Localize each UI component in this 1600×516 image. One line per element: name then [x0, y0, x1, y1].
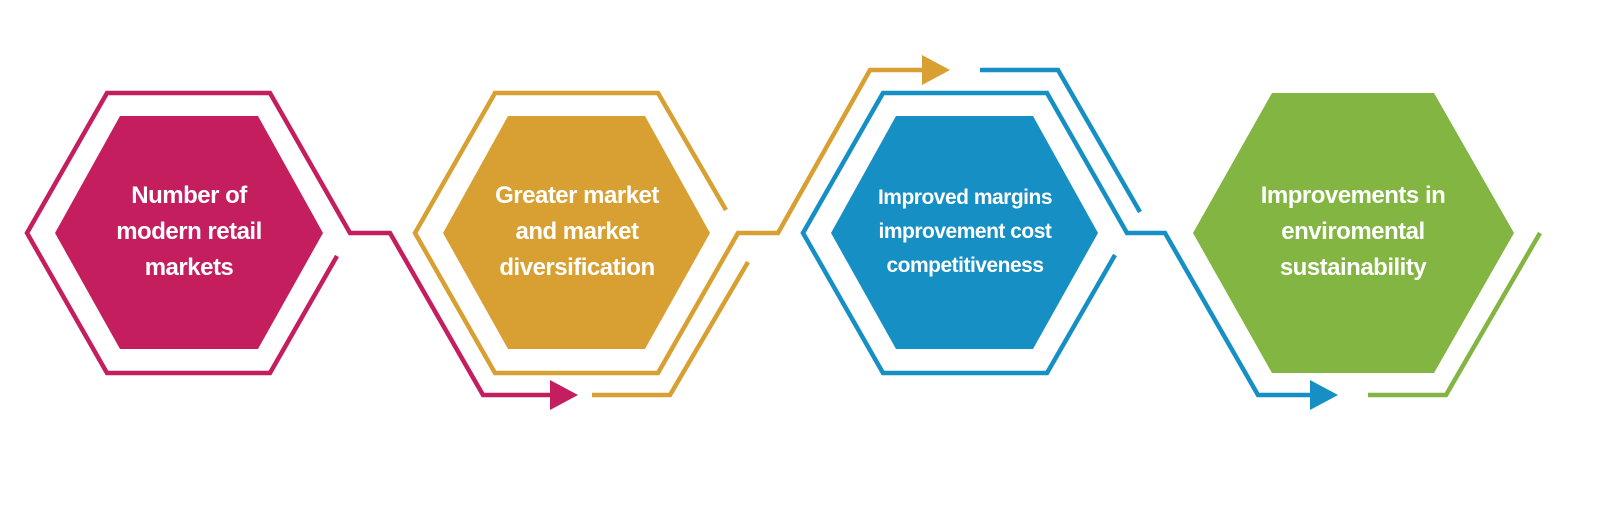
hexagon-step-4 [1193, 93, 1514, 373]
step-3-label: Improved margins improvement cost compet… [835, 181, 1095, 283]
step-3-line-3: competitiveness [886, 254, 1044, 277]
step-1-outline-connector [24, 90, 552, 398]
step-2-lower-segment [592, 260, 750, 398]
step-1-line-2: modern retail [116, 218, 262, 245]
hexagon-step-1 [55, 116, 323, 349]
step-4-line-1: Improvements in [1260, 182, 1446, 209]
step-2-line-3: diversification [499, 254, 655, 281]
step-4-lower-segment [1368, 231, 1542, 398]
step-3-outline-connector [800, 90, 1312, 398]
hexagon-step-2 [443, 116, 710, 349]
step-2-label: Greater market and market diversificatio… [457, 178, 697, 286]
step-2-outline-connector [412, 67, 924, 376]
arrow-head-3 [1310, 380, 1338, 410]
step-4-line-2: enviromental [1281, 218, 1425, 245]
step-4-label: Improvements in enviromental sustainabil… [1223, 178, 1483, 286]
step-1-line-3: markets [144, 254, 234, 281]
step-3-line-2: improvement cost [878, 220, 1052, 243]
step-3-upper-segment [980, 67, 1142, 214]
step-2-line-2: and market [515, 218, 639, 245]
step-4-line-3: sustainability [1279, 254, 1427, 281]
arrow-head-2 [922, 55, 950, 85]
step-1-label: Number of modern retail markets [69, 178, 309, 286]
arrow-head-1 [550, 380, 578, 410]
step-3-line-1: Improved margins [877, 186, 1053, 209]
step-1-line-1: Number of [131, 182, 247, 209]
step-2-line-1: Greater market [495, 182, 659, 209]
hexagon-step-3 [831, 116, 1098, 349]
